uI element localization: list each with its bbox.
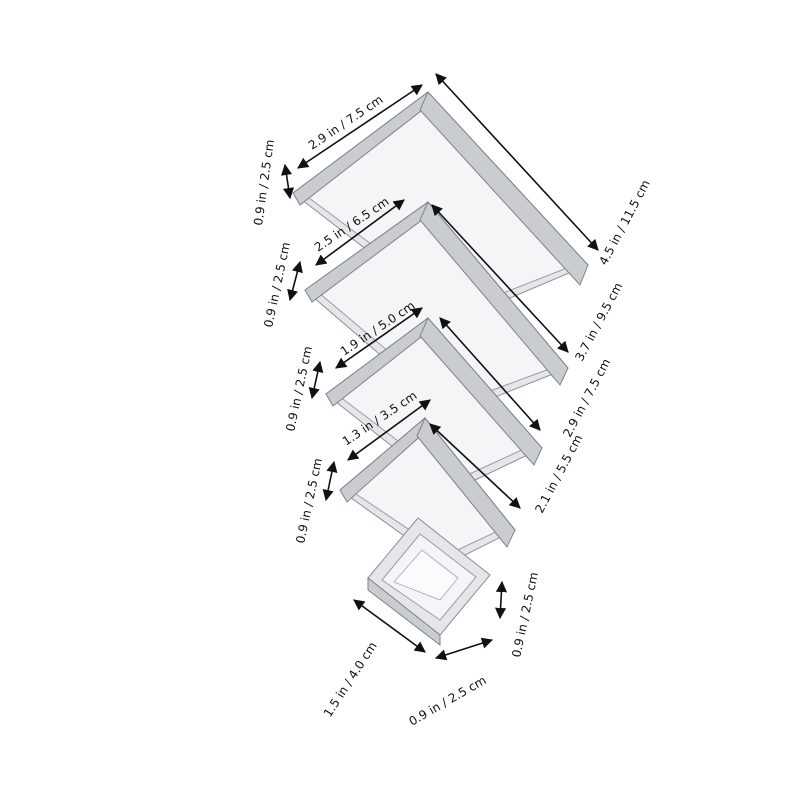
c5-height-label: 0.9 in / 2.5 cm — [509, 571, 541, 659]
c3-height-arrow — [308, 360, 324, 400]
dimension-arrows — [280, 73, 599, 661]
c3-length-label: 2.9 in / 7.5 cm — [560, 356, 613, 439]
c2-length-label: 3.7 in / 9.5 cm — [572, 280, 625, 363]
c5-height-arrow — [494, 580, 508, 620]
c1-height-arrow — [280, 163, 295, 200]
c2-width-arrow — [315, 199, 405, 266]
c4-length-arrow — [429, 423, 521, 509]
c1-width-arrow — [297, 84, 423, 169]
c2-height-arrow — [287, 260, 303, 302]
c4-height-arrow — [322, 460, 338, 502]
c4-width-arrow — [347, 399, 431, 461]
c5-length-arrow — [434, 637, 494, 661]
c2-length-arrow — [431, 204, 569, 353]
c1-length-arrow — [435, 73, 599, 251]
c4-height-label: 0.9 in / 2.5 cm — [293, 457, 325, 545]
c5-width-arrow — [353, 599, 426, 653]
c5-length-label: 0.9 in / 2.5 cm — [407, 673, 489, 728]
c3-height-label: 0.9 in / 2.5 cm — [283, 345, 315, 433]
c4-length-label: 2.1 in / 5.5 cm — [532, 432, 585, 515]
c3-width-arrow — [335, 307, 423, 369]
c5-width-label: 1.5 in / 4.0 cm — [321, 639, 380, 719]
c3-length-arrow — [439, 317, 541, 431]
c1-length-label: 4.5 in / 11.5 cm — [596, 178, 653, 268]
c2-height-label: 0.9 in / 2.5 cm — [261, 241, 293, 329]
c1-height-label: 0.9 in / 2.5 cm — [251, 139, 277, 227]
cutter-5-inner-shine — [393, 549, 459, 601]
